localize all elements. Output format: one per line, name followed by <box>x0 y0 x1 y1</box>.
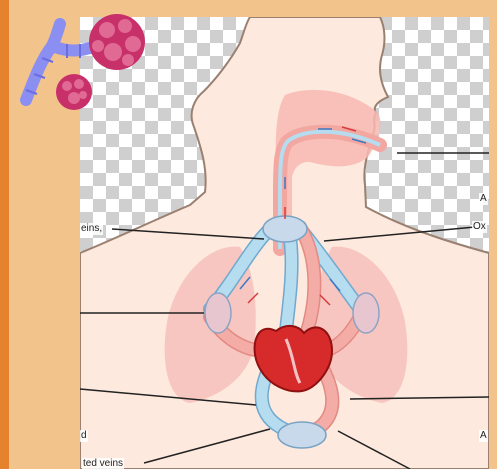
alveoli-cluster-small <box>56 74 92 110</box>
alveoli-cluster-large <box>89 14 145 70</box>
label-bottom: ted veins <box>82 458 124 469</box>
left-orange-strip <box>0 0 9 469</box>
left-lung-capillary-bed <box>205 293 231 333</box>
right-lung-capillary-bed <box>353 293 379 333</box>
label-right-mid: A <box>479 193 488 205</box>
label-left-upper: eins, <box>80 223 103 235</box>
lungs-bronchi-icon <box>12 8 162 120</box>
lower-capillary-bed <box>278 422 326 448</box>
label-right-lower: A <box>479 430 488 442</box>
label-left-lower: d <box>80 430 88 442</box>
label-right-upper: Ox <box>472 221 487 233</box>
head-capillary-bed <box>263 216 307 242</box>
